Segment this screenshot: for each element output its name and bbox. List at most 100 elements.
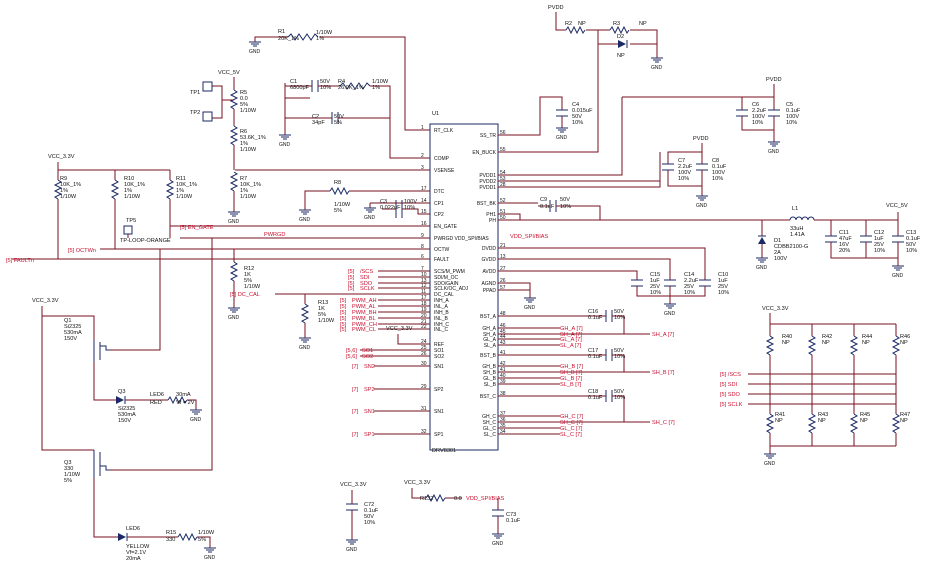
pin-name: BST_A (480, 314, 497, 320)
spi-mode-resistors: VCC_3.3V R40 NP R42 NP R44 NP R46 NP R41… (720, 306, 910, 454)
ground-label: GND (346, 547, 358, 553)
ground-icon: GND (279, 134, 291, 148)
pin-name: DTC (434, 189, 445, 195)
net-r-sdi: [5] SDI (720, 382, 738, 388)
c4-val: 0.015uF (572, 108, 593, 114)
vcc33-label-np: VCC_3.3V (762, 306, 789, 312)
r2-ref: R2 (565, 21, 572, 27)
tag-pwm-bh: [5] (340, 310, 347, 316)
pin-number: 52 (500, 198, 506, 204)
tp1-label: TP1 (190, 90, 200, 96)
net-sh-b: SH_B [7] (560, 370, 583, 376)
pin-number: 32 (421, 429, 427, 435)
ground-icon: GND (346, 539, 358, 553)
q3-part: 330 (64, 466, 73, 472)
vdd-spi-bias-network: VCC_3.3V C72 0.1uF 50V 10% VCC_3.3V R132… (340, 480, 521, 540)
pin-name: INL_C (434, 327, 449, 333)
c14-tol: 10% (684, 290, 695, 296)
ground-label: GND (768, 149, 780, 155)
pin-name: CP2 (434, 212, 444, 218)
pin-name: PH1 (486, 212, 496, 218)
r10-tol: 1% (124, 188, 132, 194)
net-pwm-bl: PWM_BL (352, 316, 376, 322)
c9-val: 0.1uF (540, 204, 555, 210)
vcc5-label-right: VCC_5V (886, 203, 908, 209)
led-red-cur: 530mA (118, 412, 136, 418)
c73-ref: C73 (506, 512, 516, 518)
pvdd-enable-network: PVDD R2 NP R3 NP D2 NP (498, 5, 658, 153)
pin-number: 29 (421, 384, 427, 390)
pin-number: 35 (500, 423, 506, 429)
pin-name: GH_C (482, 414, 496, 420)
pin-number: 34 (500, 429, 506, 435)
net-octw: [5] OCTWn (68, 248, 96, 254)
pin-name: BST_B (480, 353, 497, 359)
pin-name: GH_B (482, 364, 496, 370)
vsense-divider: VCC_5V TP1 TP2 R5 0.0 5% 1/10W R6 53.6K_… (190, 70, 266, 212)
pin-number: 10 (421, 272, 427, 278)
net-sp1: SP1 (364, 432, 375, 438)
c8-tol: 10% (712, 176, 723, 182)
r9-w: 1/10W (60, 194, 77, 200)
pin-name: SL_B (484, 382, 497, 388)
c13-tol: 10% (906, 248, 917, 254)
net-sclk: SCLK (360, 286, 375, 292)
q1-part: Si2325 (64, 324, 81, 330)
c72-tol: 10% (364, 520, 375, 526)
pin-number: 48 (500, 311, 506, 317)
led-yel-cur: 20mA (126, 556, 141, 562)
pin-number: 30 (421, 361, 427, 367)
tag-sdi: [5] (348, 275, 355, 281)
c15-v: 25V (650, 284, 660, 290)
pvdd-bulk-caps: PVDD C6 2.2uF 100V 10% C5 0.1uF 100V 10% (498, 77, 801, 176)
tp2-label: TP2 (190, 110, 200, 116)
tp5-label: TP5 (126, 218, 136, 224)
net-gh-b: GH_B [7] (560, 364, 583, 370)
ground-label: GND (228, 219, 240, 225)
net-gl-a: GL_A [7] (560, 337, 582, 343)
pin-number: 11 (421, 289, 426, 295)
r11-tol: 1% (176, 188, 184, 194)
pin-name: PVDD2 (479, 179, 496, 185)
ground-icon: GND (524, 297, 536, 311)
c7-val: 2.2uF (678, 164, 693, 170)
net-sh-c-ext: SH_C [7] (652, 420, 675, 426)
d2-val: NP (617, 53, 625, 59)
pin-number: 43 (500, 340, 506, 346)
pin-name: AVDD (482, 269, 496, 275)
pin-name: SL_A (484, 343, 497, 349)
c5-v: 100V (786, 114, 799, 120)
vcc33-label-c72: VCC_3.3V (340, 482, 367, 488)
pvdd-label-c7: PVDD (693, 136, 709, 142)
pin-number: 26 (421, 351, 427, 357)
vcc33-label-pullups: VCC_3.3V (48, 154, 75, 160)
tag-sn1: [7] (352, 409, 359, 415)
pin-number: 39 (500, 379, 506, 385)
c3-ref: C3 (380, 199, 387, 205)
pin-name: INL_A (434, 304, 449, 310)
pin-name: COMP (434, 156, 450, 162)
r7-ref: R7 (240, 176, 247, 182)
c4-tol: 10% (572, 120, 583, 126)
r5-val: 0.0 (240, 96, 248, 102)
pin-name: SDI/M_OC (434, 275, 459, 281)
r11-w: 1/10W (176, 194, 193, 200)
r47-val: NP (900, 418, 908, 424)
tag-pwm-cl: [5] (340, 327, 347, 333)
net-faultn: [5] FAULTn (6, 258, 34, 264)
d1-v: 100V (774, 256, 787, 262)
pin-name: VSENSE (434, 168, 455, 174)
net-pwm-ah: PWM_AH (352, 298, 377, 304)
pin-number: 6 (421, 254, 424, 260)
r14-tol: Vf = 2V (176, 400, 195, 406)
c2-tol: 5% (334, 120, 342, 126)
c7-ref: C7 (678, 158, 685, 164)
r11-val: 10K_1% (176, 182, 197, 188)
c7-v: 100V (678, 170, 691, 176)
ground-icon: GND (756, 257, 768, 271)
pvdd-label-top: PVDD (548, 5, 564, 11)
r44-val: NP (862, 340, 870, 346)
pin-number: 26 (500, 278, 506, 284)
c12-tol: 10% (874, 248, 885, 254)
